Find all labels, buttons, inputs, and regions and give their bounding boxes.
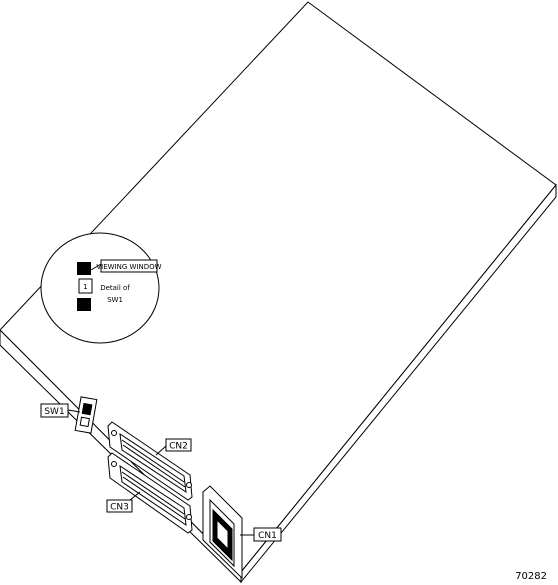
switch-position-number: 1 — [83, 283, 87, 291]
cn2-label: CN2 — [169, 442, 188, 452]
detail-caption-line2: SW1 — [107, 296, 123, 304]
figure-number: 70282 — [515, 571, 547, 582]
switch-position-window — [78, 278, 93, 294]
sw1-detail-circle: 1 VIEWING WINDOW Detail of SW1 — [40, 232, 162, 344]
cn1-label-box — [253, 527, 282, 542]
detail-caption-line1: Detail of — [100, 284, 130, 292]
cn2-label-box — [165, 438, 192, 452]
cn1-label: CN1 — [258, 531, 277, 541]
sw1-switch — [40, 396, 98, 434]
viewing-window-label: VIEWING WINDOW — [96, 263, 161, 271]
cn3-label: CN3 — [110, 503, 129, 513]
switch-block-bottom — [77, 298, 91, 311]
cn1-connector — [202, 485, 282, 580]
viewing-window-label-box — [100, 259, 158, 273]
box-side-face — [240, 183, 557, 584]
cn2-connector — [107, 421, 193, 501]
sw1-label-box — [40, 403, 69, 418]
cn3-connector — [106, 452, 193, 534]
switch-block-top — [77, 262, 91, 275]
sw1-label: SW1 — [44, 407, 64, 417]
cn3-label-box — [106, 499, 133, 513]
